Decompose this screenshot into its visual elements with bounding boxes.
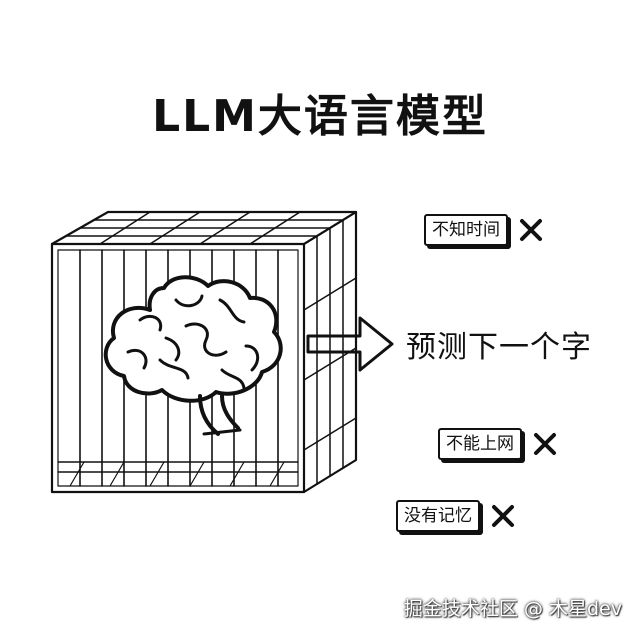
brain-icon — [103, 275, 283, 436]
watermark: 掘金技术社区 @ 木星dev — [403, 598, 622, 620]
limitation-row: 不知时间 — [424, 214, 544, 246]
limitation-label: 没有记忆 — [396, 500, 480, 532]
output-label: 预测下一个字 — [406, 330, 592, 365]
cage-front-frame — [50, 242, 306, 494]
limitation-label: 不能上网 — [438, 428, 522, 460]
limitation-label: 不知时间 — [424, 214, 508, 246]
x-icon — [492, 505, 514, 527]
output-arrow — [306, 316, 394, 372]
x-icon — [534, 433, 556, 455]
x-icon — [520, 219, 542, 241]
limitation-row: 不能上网 — [438, 428, 558, 460]
diagram-title: LLM大语言模型 — [152, 91, 488, 142]
limitation-row: 没有记忆 — [396, 500, 516, 532]
